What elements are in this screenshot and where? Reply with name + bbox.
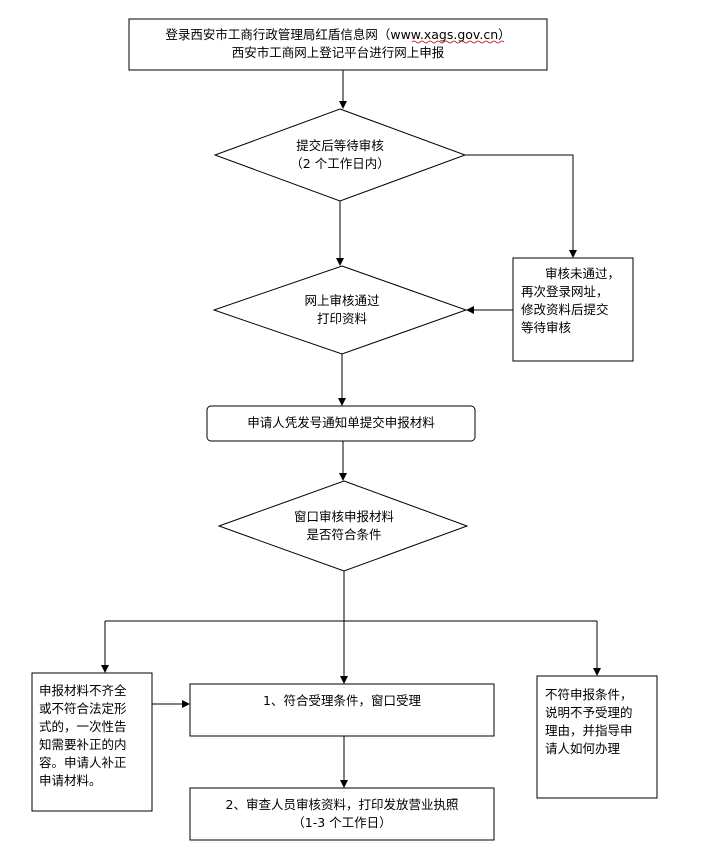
not-accept-line-2: 说明不予受理的 (545, 705, 633, 720)
submit-wait-line-2: （2 个工作日内） (290, 156, 390, 171)
incomplete-line-2: 或不符合法定形 (39, 701, 127, 716)
arrow-submit-to-rejected (465, 154, 577, 258)
start-box-text: 登录西安市工商行政管理局红盾信息网（www.xags.gov.cn） 西安市工商… (129, 26, 547, 62)
window-review-line-2: 是否符合条件 (306, 527, 382, 542)
online-pass-text: 网上审核通过 打印资料 (242, 292, 442, 328)
issue-license-line-2: （1-3 个工作日） (292, 815, 392, 830)
accept-line-1: 1、符合受理条件，窗口受理 (263, 693, 421, 708)
online-pass-line-1: 网上审核通过 (304, 293, 380, 308)
rejected-line-3: 修改资料后提交 (521, 302, 609, 317)
accept-box (189, 683, 495, 737)
incomplete-line-4: 知需要补正的内 (39, 737, 127, 752)
url-spell-underline (411, 40, 505, 44)
not-accept-box (536, 675, 658, 799)
submit-materials-line-1: 申请人凭发号通知单提交申报材料 (247, 415, 435, 430)
start-line-2: 西安市工商网上登记平台进行网上申报 (231, 45, 445, 60)
submit-materials-box (206, 405, 476, 442)
incomplete-box (31, 672, 153, 812)
not-accept-line-4: 请人如何办理 (545, 741, 621, 756)
start-line-1: 登录西安市工商行政管理局红盾信息网（www.xags.gov.cn） (165, 27, 511, 42)
incomplete-line-1: 申报材料不齐全 (39, 683, 127, 698)
incomplete-line-3: 式的，一次性告 (39, 719, 127, 734)
incomplete-text: 申报材料不齐全 或不符合法定形 式的，一次性告 知需要补正的内 容。申请人补正 … (39, 682, 151, 790)
rejected-line-2: 再次登录网址， (521, 284, 609, 299)
submit-wait-line-1: 提交后等待审核 (296, 138, 384, 153)
incomplete-line-5: 容。申请人补正 (39, 755, 127, 770)
accept-text: 1、符合受理条件，窗口受理 (190, 692, 494, 710)
rejected-text: 审核未通过， 再次登录网址， 修改资料后提交 等待审核 (521, 265, 631, 337)
incomplete-line-6: 申请材料。 (39, 773, 102, 788)
rejected-line-1: 审核未通过， (545, 266, 621, 281)
issue-license-text: 2、审查人员审核资料，打印发放营业执照 （1-3 个工作日） (190, 796, 494, 832)
submit-wait-text: 提交后等待审核 （2 个工作日内） (240, 137, 440, 173)
not-accept-line-1: 不符申报条件， (545, 687, 633, 702)
not-accept-text: 不符申报条件， 说明不予受理的 理由，并指导申 请人如何办理 (545, 686, 657, 758)
not-accept-line-3: 理由，并指导申 (545, 723, 633, 738)
submit-materials-text: 申请人凭发号通知单提交申报材料 (207, 414, 475, 432)
issue-license-box (189, 787, 495, 841)
rejected-line-4: 等待审核 (521, 320, 572, 335)
online-pass-line-2: 打印资料 (316, 311, 367, 326)
window-review-text: 窗口审核申报材料 是否符合条件 (244, 508, 444, 544)
start-box (128, 18, 548, 71)
window-review-line-1: 窗口审核申报材料 (293, 509, 394, 524)
issue-license-line-1: 2、审查人员审核资料，打印发放营业执照 (225, 797, 459, 812)
